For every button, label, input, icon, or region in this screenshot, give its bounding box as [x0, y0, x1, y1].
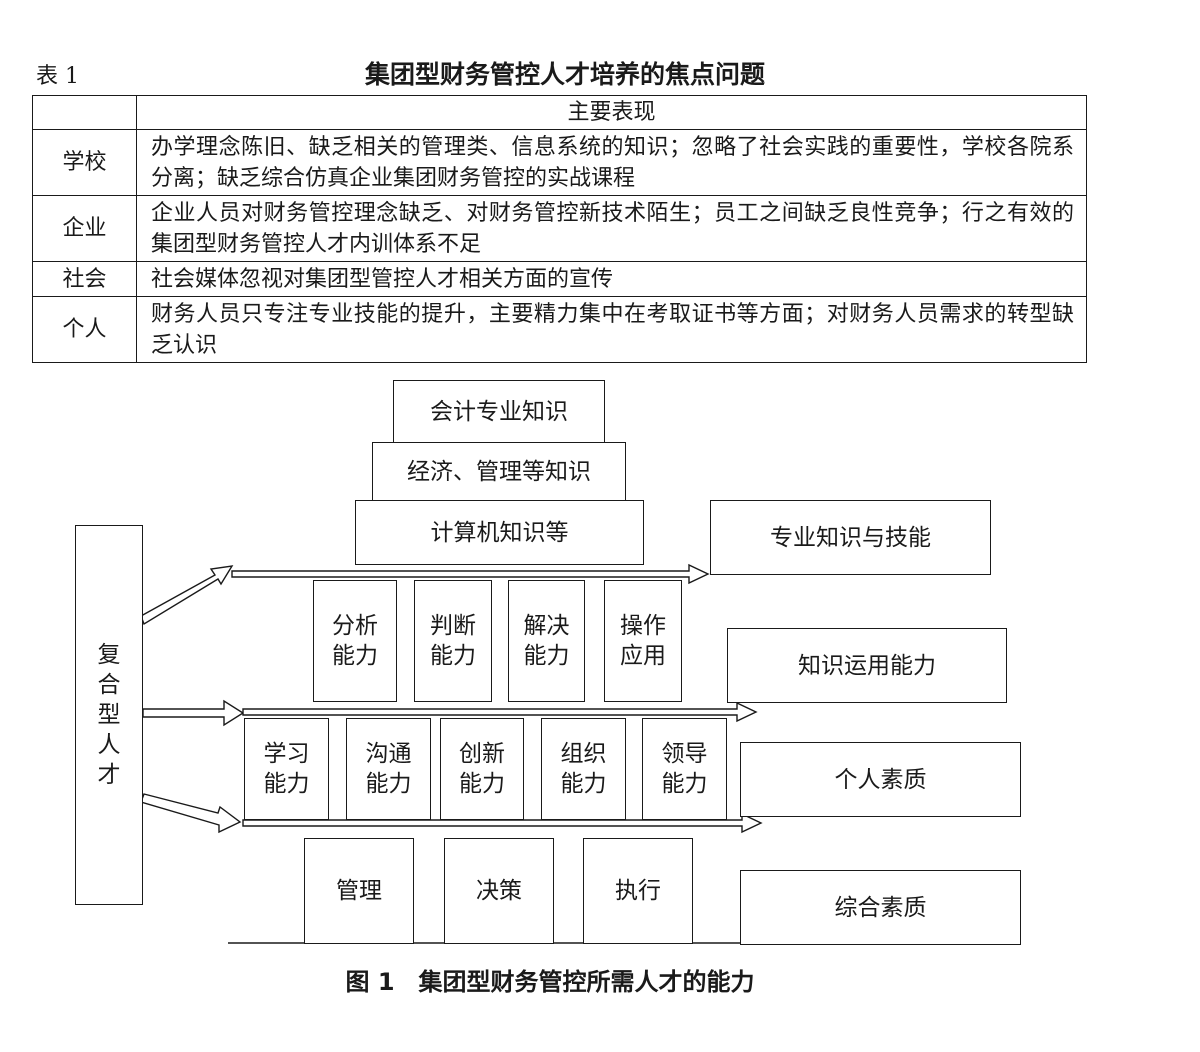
- table-row: 学校 办学理念陈旧、缺乏相关的管理类、信息系统的知识；忽略了社会实践的重要性，学…: [32, 129, 1087, 196]
- management-box: 管理: [304, 838, 414, 944]
- row-description: 企业人员对财务管控理念缺乏、对财务管控新技术陌生；员工之间缺乏良性竞争；行之有效…: [136, 195, 1087, 262]
- arrow-down-diagonal: [140, 793, 242, 834]
- box-label: 会计专业知识: [430, 398, 568, 425]
- row-category: 社会: [32, 261, 137, 297]
- box-label: 分析: [332, 613, 378, 639]
- row-description: 财务人员只专注专业技能的提升，主要精力集中在考取证书等方面；对财务人员需求的转型…: [136, 296, 1087, 363]
- knowledge-application-box: 知识运用能力: [727, 628, 1007, 703]
- vertical-char: 合: [97, 672, 121, 698]
- box-label: 执行: [615, 878, 661, 904]
- box-label: 能力: [263, 771, 310, 797]
- focus-issues-table: 主要表现 学校 办学理念陈旧、缺乏相关的管理类、信息系统的知识；忽略了社会实践的…: [32, 95, 1087, 363]
- box-label: 应用: [620, 643, 666, 669]
- box-label: 能力: [430, 643, 476, 669]
- box-label: 判断: [430, 613, 476, 639]
- figure-caption: 图 1 集团型财务管控所需人才的能力: [345, 968, 755, 996]
- vertical-char: 才: [97, 762, 121, 788]
- computer-knowledge-box: 计算机知识等: [355, 500, 644, 565]
- professional-skills-box: 专业知识与技能: [710, 500, 991, 575]
- box-label: 沟通: [365, 741, 412, 767]
- personal-quality-box: 个人素质: [740, 742, 1021, 817]
- box-label: 综合素质: [834, 894, 927, 921]
- box-label: 决策: [476, 878, 522, 904]
- row-category: 企业: [32, 195, 137, 262]
- organization-ability-box: 组织能力: [541, 718, 626, 820]
- long-arrow-middle: [242, 701, 758, 723]
- long-arrow-bottom: [242, 812, 763, 834]
- arrow-horizontal: [142, 699, 245, 727]
- long-arrow-top: [231, 563, 710, 585]
- communication-ability-box: 沟通能力: [346, 718, 431, 820]
- box-label: 领导: [661, 741, 708, 767]
- box-label: 创新: [459, 741, 505, 767]
- composite-talent-box: 复 合 型 人 才: [75, 525, 143, 905]
- box-label: 能力: [365, 771, 412, 797]
- problem-solving-box: 解决能力: [508, 580, 585, 702]
- box-label: 能力: [459, 771, 505, 797]
- comprehensive-quality-box: 综合素质: [740, 870, 1021, 945]
- box-label: 能力: [332, 643, 378, 669]
- box-label: 解决: [523, 613, 570, 639]
- innovation-ability-box: 创新能力: [440, 718, 524, 820]
- box-label: 个人素质: [834, 766, 927, 793]
- vertical-char: 人: [97, 732, 121, 758]
- box-label: 知识运用能力: [798, 652, 936, 679]
- economics-knowledge-box: 经济、管理等知识: [372, 442, 626, 501]
- box-label: 能力: [661, 771, 708, 797]
- decision-box: 决策: [444, 838, 554, 944]
- table-row: 企业 企业人员对财务管控理念缺乏、对财务管控新技术陌生；员工之间缺乏良性竞争；行…: [32, 195, 1087, 262]
- learning-ability-box: 学习能力: [244, 718, 329, 820]
- box-label: 能力: [560, 771, 607, 797]
- vertical-char: 型: [97, 702, 121, 728]
- leadership-ability-box: 领导能力: [642, 718, 727, 820]
- box-label: 计算机知识等: [430, 519, 569, 546]
- table-title: 集团型财务管控人才培养的焦点问题: [364, 60, 765, 89]
- box-label: 专业知识与技能: [770, 524, 931, 551]
- table-label: 表 1: [36, 64, 79, 89]
- arrow-up-diagonal: [140, 565, 234, 626]
- box-label: 学习: [263, 741, 310, 767]
- operation-application-box: 操作应用: [604, 580, 682, 702]
- row-category: 学校: [32, 129, 137, 196]
- accounting-knowledge-box: 会计专业知识: [393, 380, 605, 443]
- execution-box: 执行: [583, 838, 693, 944]
- box-label: 操作: [620, 613, 666, 639]
- box-label: 管理: [336, 878, 382, 904]
- analysis-ability-box: 分析能力: [313, 580, 397, 702]
- vertical-char: 复: [97, 642, 121, 668]
- row-description: 办学理念陈旧、缺乏相关的管理类、信息系统的知识；忽略了社会实践的重要性，学校各院…: [136, 129, 1087, 196]
- box-label: 经济、管理等知识: [407, 458, 591, 485]
- row-category: 个人: [32, 296, 137, 363]
- table-row: 个人 财务人员只专注专业技能的提升，主要精力集中在考取证书等方面；对财务人员需求…: [32, 296, 1087, 363]
- box-label: 组织: [560, 741, 607, 767]
- judgment-ability-box: 判断能力: [414, 580, 492, 702]
- header-empty-cell: [32, 95, 137, 130]
- box-label: 能力: [523, 643, 570, 669]
